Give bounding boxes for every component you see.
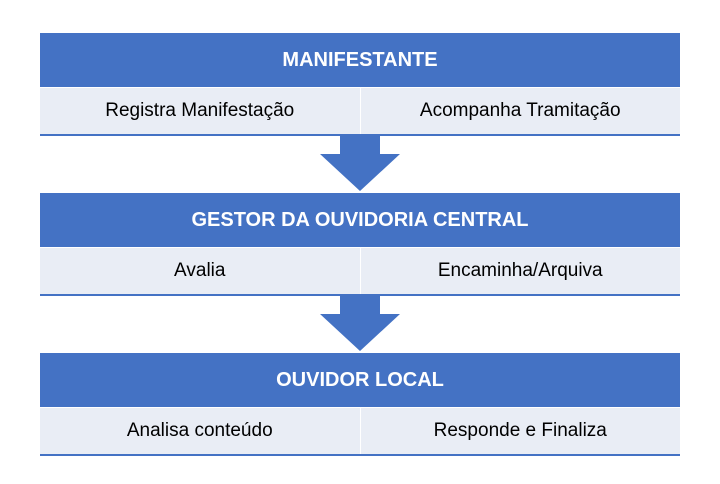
- down-arrow-icon: [320, 136, 400, 191]
- stage-manifestante: MANIFESTANTE Registra Manifestação Acomp…: [40, 33, 680, 136]
- stage-title: GESTOR DA OUVIDORIA CENTRAL: [40, 193, 680, 248]
- stage-title: OUVIDOR LOCAL: [40, 353, 680, 408]
- action-cell: Responde e Finaliza: [359, 408, 681, 454]
- down-arrow-icon: [320, 296, 400, 351]
- action-cell: Encaminha/Arquiva: [359, 248, 681, 294]
- stage-title: MANIFESTANTE: [40, 33, 680, 88]
- stage-ouvidor-local: OUVIDOR LOCAL Analisa conteúdo Responde …: [40, 353, 680, 456]
- stage-actions-row: Analisa conteúdo Responde e Finaliza: [40, 408, 680, 456]
- stage-actions-row: Registra Manifestação Acompanha Tramitaç…: [40, 88, 680, 136]
- stage-gestor-ouvidoria-central: GESTOR DA OUVIDORIA CENTRAL Avalia Encam…: [40, 193, 680, 296]
- action-cell: Acompanha Tramitação: [359, 88, 681, 134]
- action-cell: Registra Manifestação: [105, 100, 295, 121]
- action-cell: Avalia: [174, 260, 226, 281]
- action-cell: Analisa conteúdo: [126, 420, 273, 441]
- stage-actions-row: Avalia Encaminha/Arquiva: [40, 248, 680, 296]
